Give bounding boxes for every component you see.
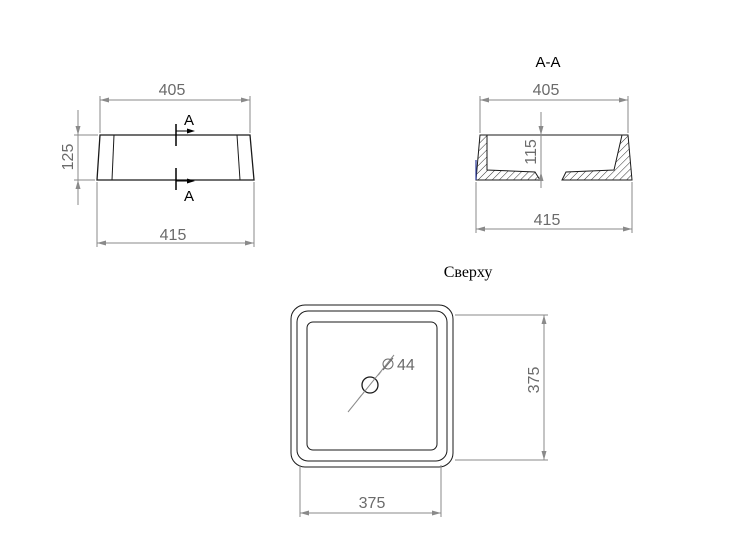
- arrow-icon: [187, 178, 195, 184]
- arrow-icon: [538, 126, 544, 135]
- side-view-inner-edge-left: [111, 134, 115, 181]
- side-view: 405 415 125 A A: [60, 82, 255, 247]
- section-view-title: A-A: [535, 54, 560, 71]
- drain-leader-line: [347, 354, 395, 413]
- side-view-top-width-label: 405: [159, 82, 186, 99]
- arrow-icon: [619, 97, 628, 103]
- arrow-icon: [75, 180, 81, 189]
- side-view-inner-edge-right: [236, 134, 241, 181]
- side-view-bottom-width-label: 415: [160, 227, 187, 244]
- arrow-icon: [432, 510, 441, 516]
- side-view-basin-outline: [96, 134, 255, 181]
- arrow-icon: [241, 97, 250, 103]
- section-depth-label: 115: [523, 139, 540, 165]
- drain-hole: [361, 376, 379, 394]
- top-view-width-label: 375: [359, 495, 386, 512]
- arrow-icon: [300, 510, 309, 516]
- top-view-title: Сверху: [444, 264, 493, 281]
- arrow-icon: [480, 97, 489, 103]
- section-mark-label-top: A: [184, 112, 194, 129]
- top-view-middle-rim: [296, 310, 448, 462]
- arrow-icon: [538, 172, 544, 181]
- arrow-icon: [357, 393, 364, 400]
- section-top-width-label: 405: [533, 82, 560, 99]
- diameter-symbol-icon: [382, 358, 394, 370]
- drain-diameter-label: 44: [397, 357, 415, 374]
- top-view-depth-label: 375: [526, 367, 543, 394]
- arrow-icon: [623, 226, 632, 232]
- section-view: A-A 405 415 115: [475, 54, 633, 233]
- arrow-icon: [245, 240, 254, 246]
- section-mark-label-bottom: A: [184, 188, 194, 205]
- top-view-outer-rim: [290, 304, 454, 468]
- section-bottom-width-label: 415: [534, 212, 561, 229]
- side-view-height-label: 125: [60, 144, 77, 171]
- top-view: Сверху 44 375 375: [290, 264, 548, 517]
- arrow-icon: [100, 97, 109, 103]
- section-right-wall: [561, 134, 633, 181]
- top-view-inner-bowl: [306, 321, 438, 451]
- arrow-icon: [541, 315, 547, 324]
- diameter-symbol-slash: [382, 357, 394, 371]
- arrow-icon: [97, 240, 106, 246]
- arrow-icon: [476, 226, 485, 232]
- arrow-icon: [187, 128, 195, 134]
- arrow-icon: [75, 126, 81, 135]
- arrow-icon: [541, 451, 547, 460]
- arrow-icon: [376, 370, 383, 377]
